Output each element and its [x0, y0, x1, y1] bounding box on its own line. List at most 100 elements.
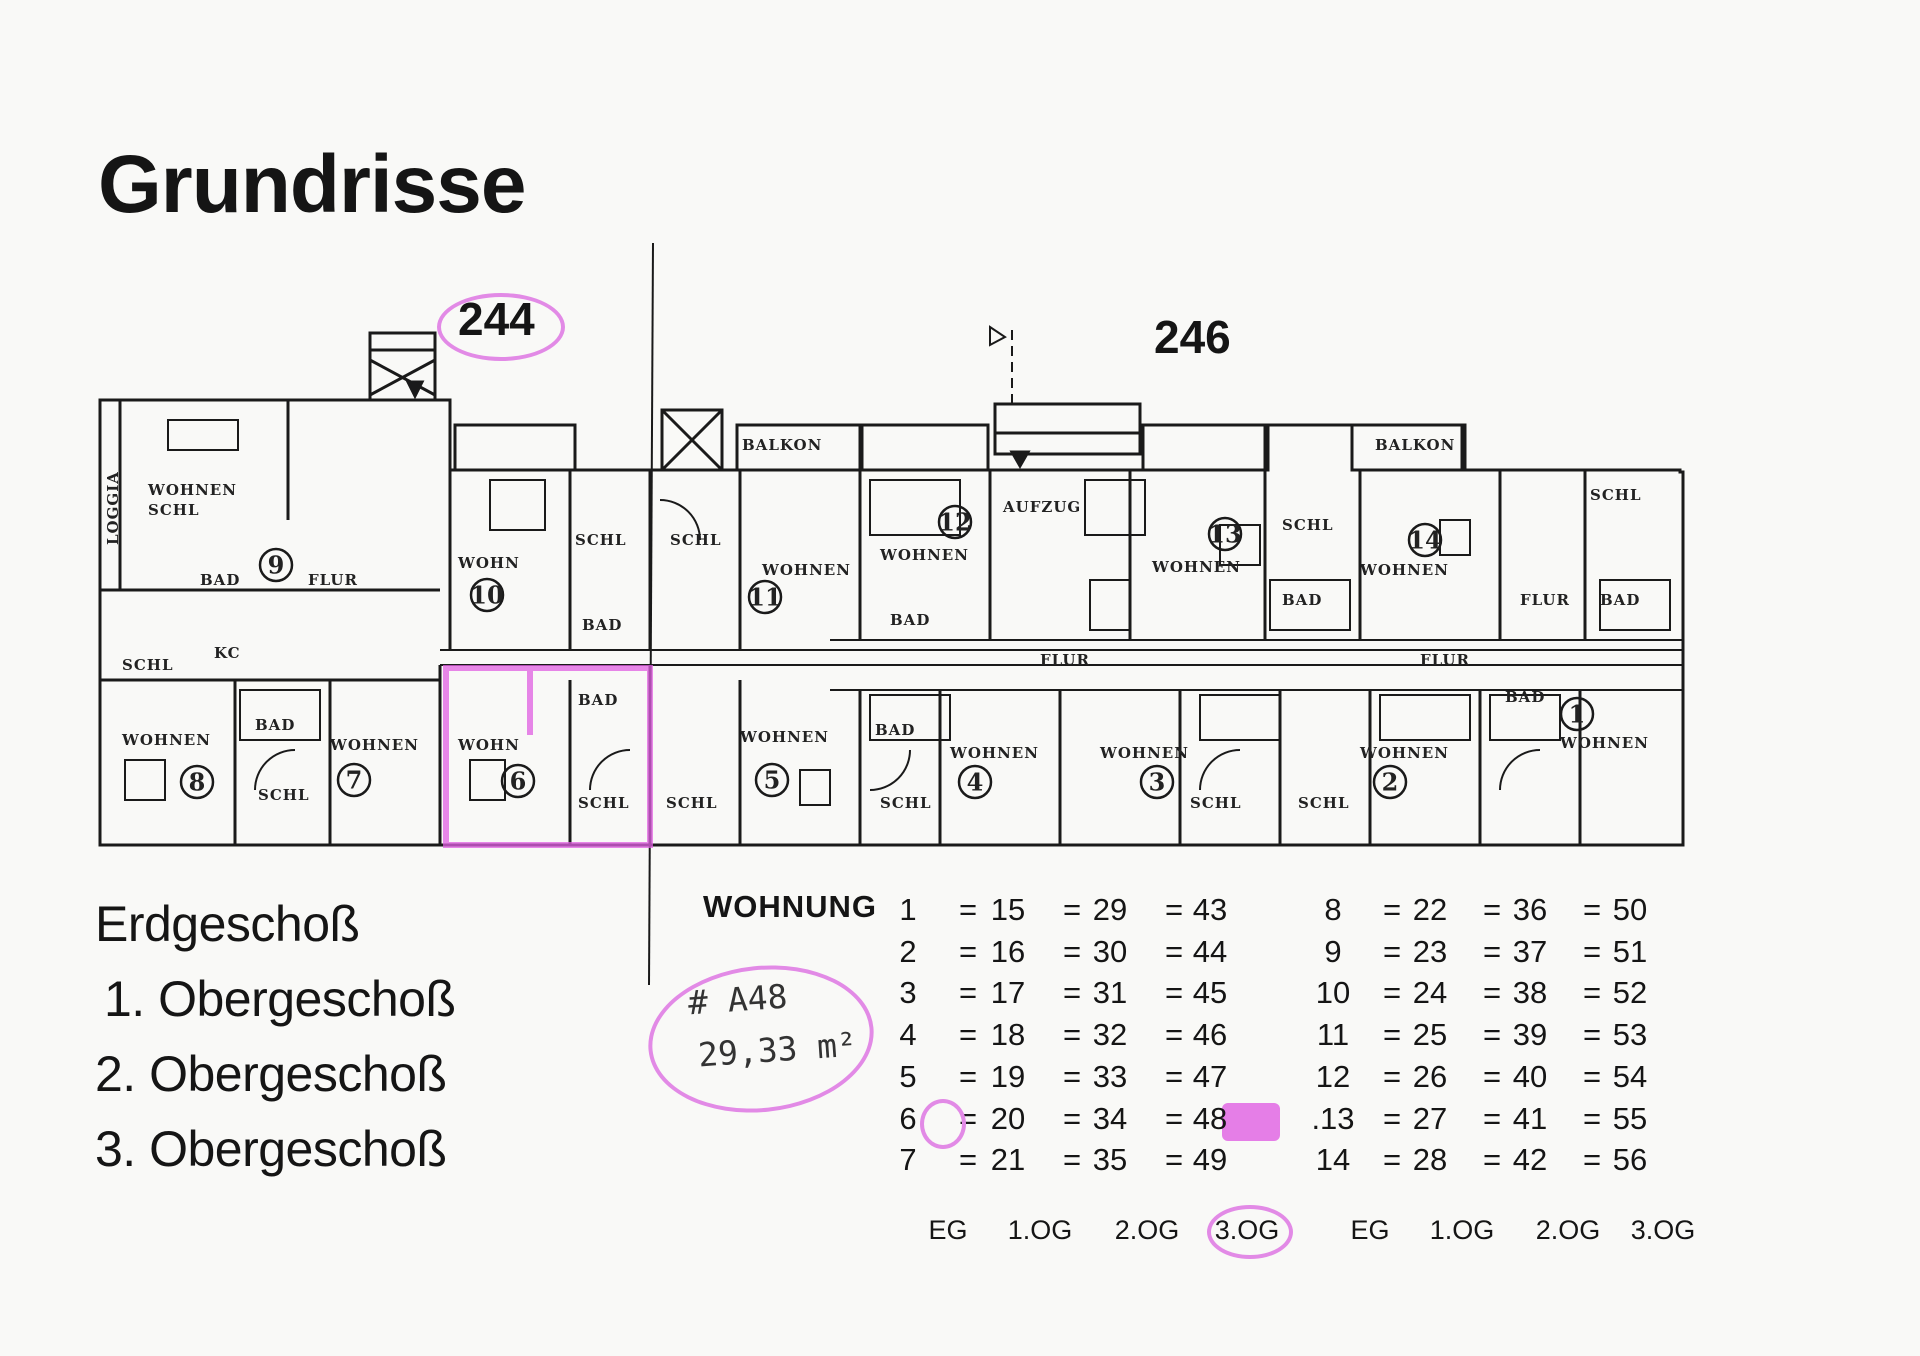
table-equals-sign: = — [1482, 1142, 1502, 1178]
table-cell: 19 — [990, 1058, 1026, 1094]
table-equals-sign: = — [1482, 1017, 1502, 1053]
label-wohnen-7: WOHNEN — [329, 736, 419, 754]
label-kc: KC — [214, 644, 241, 662]
table-cell: 43 — [1192, 892, 1228, 927]
table-cell: 45 — [1192, 975, 1228, 1011]
floor-label-og3: 3. Obergeschoß — [95, 1121, 447, 1177]
table-cell: 46 — [1192, 1017, 1228, 1053]
label-bad-1: BAD — [1505, 688, 1545, 706]
table-cell: 27 — [1412, 1100, 1448, 1136]
table-cell: .13 — [1311, 1100, 1355, 1136]
table-cell: 12 — [1315, 1058, 1351, 1094]
floor-column-label: EG — [1350, 1215, 1390, 1245]
table-equals-sign: = — [1382, 1100, 1402, 1136]
floor-column-label: 1.OG — [1007, 1215, 1073, 1245]
label-schl-9: SCHL — [148, 501, 200, 519]
table-cell: 50 — [1612, 892, 1648, 927]
label-wohnen-4: WOHNEN — [949, 744, 1039, 762]
table-cell: 6 — [899, 1100, 917, 1136]
label-bad-4: BAD — [875, 721, 915, 739]
label-loggia: LOGGIA — [104, 471, 122, 545]
floor-label-eg: Erdgeschoß — [95, 896, 360, 952]
floor-column-label: 2.OG — [1114, 1215, 1180, 1245]
table-cell: 38 — [1512, 975, 1548, 1011]
table-cell: 48 — [1192, 1100, 1228, 1136]
table-equals-sign: = — [1382, 1142, 1402, 1178]
label-wohnen-14: WOHNEN — [1359, 561, 1449, 579]
table-cell: 5 — [899, 1058, 917, 1094]
label-balkon-1: BALKON — [742, 436, 822, 454]
table-cell: 25 — [1412, 1017, 1448, 1053]
table-equals-sign: = — [1164, 933, 1184, 969]
label-bad-9: BAD — [200, 571, 240, 589]
apt-number-2: 2 — [1382, 768, 1399, 797]
table-header: WOHNUNG — [703, 889, 878, 924]
table-equals-sign: = — [958, 1058, 978, 1094]
table-equals-sign: = — [958, 892, 978, 927]
table-equals-sign: = — [1164, 1100, 1184, 1136]
table-cell: 21 — [990, 1142, 1026, 1178]
table-equals-sign: = — [958, 1142, 978, 1178]
apt-number-3: 3 — [1149, 768, 1166, 797]
label-flur-14: FLUR — [1520, 591, 1570, 609]
floor-column-label: EG — [928, 1215, 968, 1245]
table-equals-sign: = — [1582, 892, 1602, 927]
label-flur-2: FLUR — [1420, 651, 1470, 669]
apt-number-8: 8 — [189, 768, 206, 797]
table-cell: 30 — [1092, 933, 1128, 969]
apt-number-7: 7 — [346, 766, 363, 795]
apt-number-9: 9 — [268, 551, 285, 580]
table-equals-sign: = — [1164, 975, 1184, 1011]
circle-mark-apt-6 — [920, 1098, 966, 1149]
floor-label-og2: 2. Obergeschoß — [95, 1046, 447, 1102]
table-cell: 11 — [1316, 1017, 1350, 1053]
label-wohnen-2: WOHNEN — [1359, 744, 1449, 762]
table-cell: 47 — [1192, 1058, 1228, 1094]
table-equals-sign: = — [1382, 1058, 1402, 1094]
label-bad-12: BAD — [890, 611, 930, 629]
apt-number-10: 10 — [470, 581, 503, 610]
table-cell: 44 — [1192, 933, 1228, 969]
label-flur-246: FLUR — [1040, 651, 1090, 669]
table-cell: 40 — [1512, 1058, 1548, 1094]
table-cell: 7 — [899, 1142, 917, 1178]
floor-column-label: 2.OG — [1535, 1215, 1601, 1245]
label-wohnen-13: WOHNEN — [1151, 558, 1241, 576]
table-equals-sign: = — [1062, 933, 1082, 969]
table-cell: 31 — [1092, 975, 1128, 1011]
table-cell: 51 — [1612, 933, 1648, 969]
table-equals-sign: = — [1582, 1017, 1602, 1053]
floor-label-og1: 1. Obergeschoß — [104, 971, 456, 1027]
table-cell: 15 — [990, 892, 1026, 927]
label-balkon-2: BALKON — [1375, 436, 1455, 454]
table-cell: 9 — [1324, 933, 1342, 969]
table-cell: 55 — [1612, 1100, 1648, 1136]
table-equals-sign: = — [1382, 1017, 1402, 1053]
table-equals-sign: = — [1382, 933, 1402, 969]
table-equals-sign: = — [1582, 933, 1602, 969]
table-cell: 2 — [899, 933, 917, 969]
apt-number-11: 11 — [748, 583, 781, 612]
table-cell: 35 — [1092, 1142, 1128, 1178]
apt-number-12: 12 — [938, 508, 971, 537]
label-aufzug: AUFZUG — [1002, 498, 1081, 516]
label-schl-5: SCHL — [666, 794, 718, 812]
apt-number-14: 14 — [1408, 526, 1441, 555]
table-equals-sign: = — [1062, 1100, 1082, 1136]
table-equals-sign: = — [1062, 1017, 1082, 1053]
label-wohn-6: WOHN — [457, 736, 520, 754]
label-wohnen-8: WOHNEN — [121, 731, 211, 749]
label-schl-2: SCHL — [1298, 794, 1350, 812]
table-equals-sign: = — [1164, 892, 1184, 927]
label-flur-9: FLUR — [308, 571, 358, 589]
label-schl-6: SCHL — [578, 794, 630, 812]
floor-column-label: 1.OG — [1429, 1215, 1495, 1245]
table-equals-sign: = — [1582, 1142, 1602, 1178]
table-cell: 56 — [1612, 1142, 1648, 1178]
table-equals-sign: = — [1482, 933, 1502, 969]
table-equals-sign: = — [1482, 975, 1502, 1011]
table-cell: 28 — [1412, 1142, 1448, 1178]
table-cell: 20 — [990, 1100, 1026, 1136]
table-cell: 42 — [1512, 1142, 1548, 1178]
